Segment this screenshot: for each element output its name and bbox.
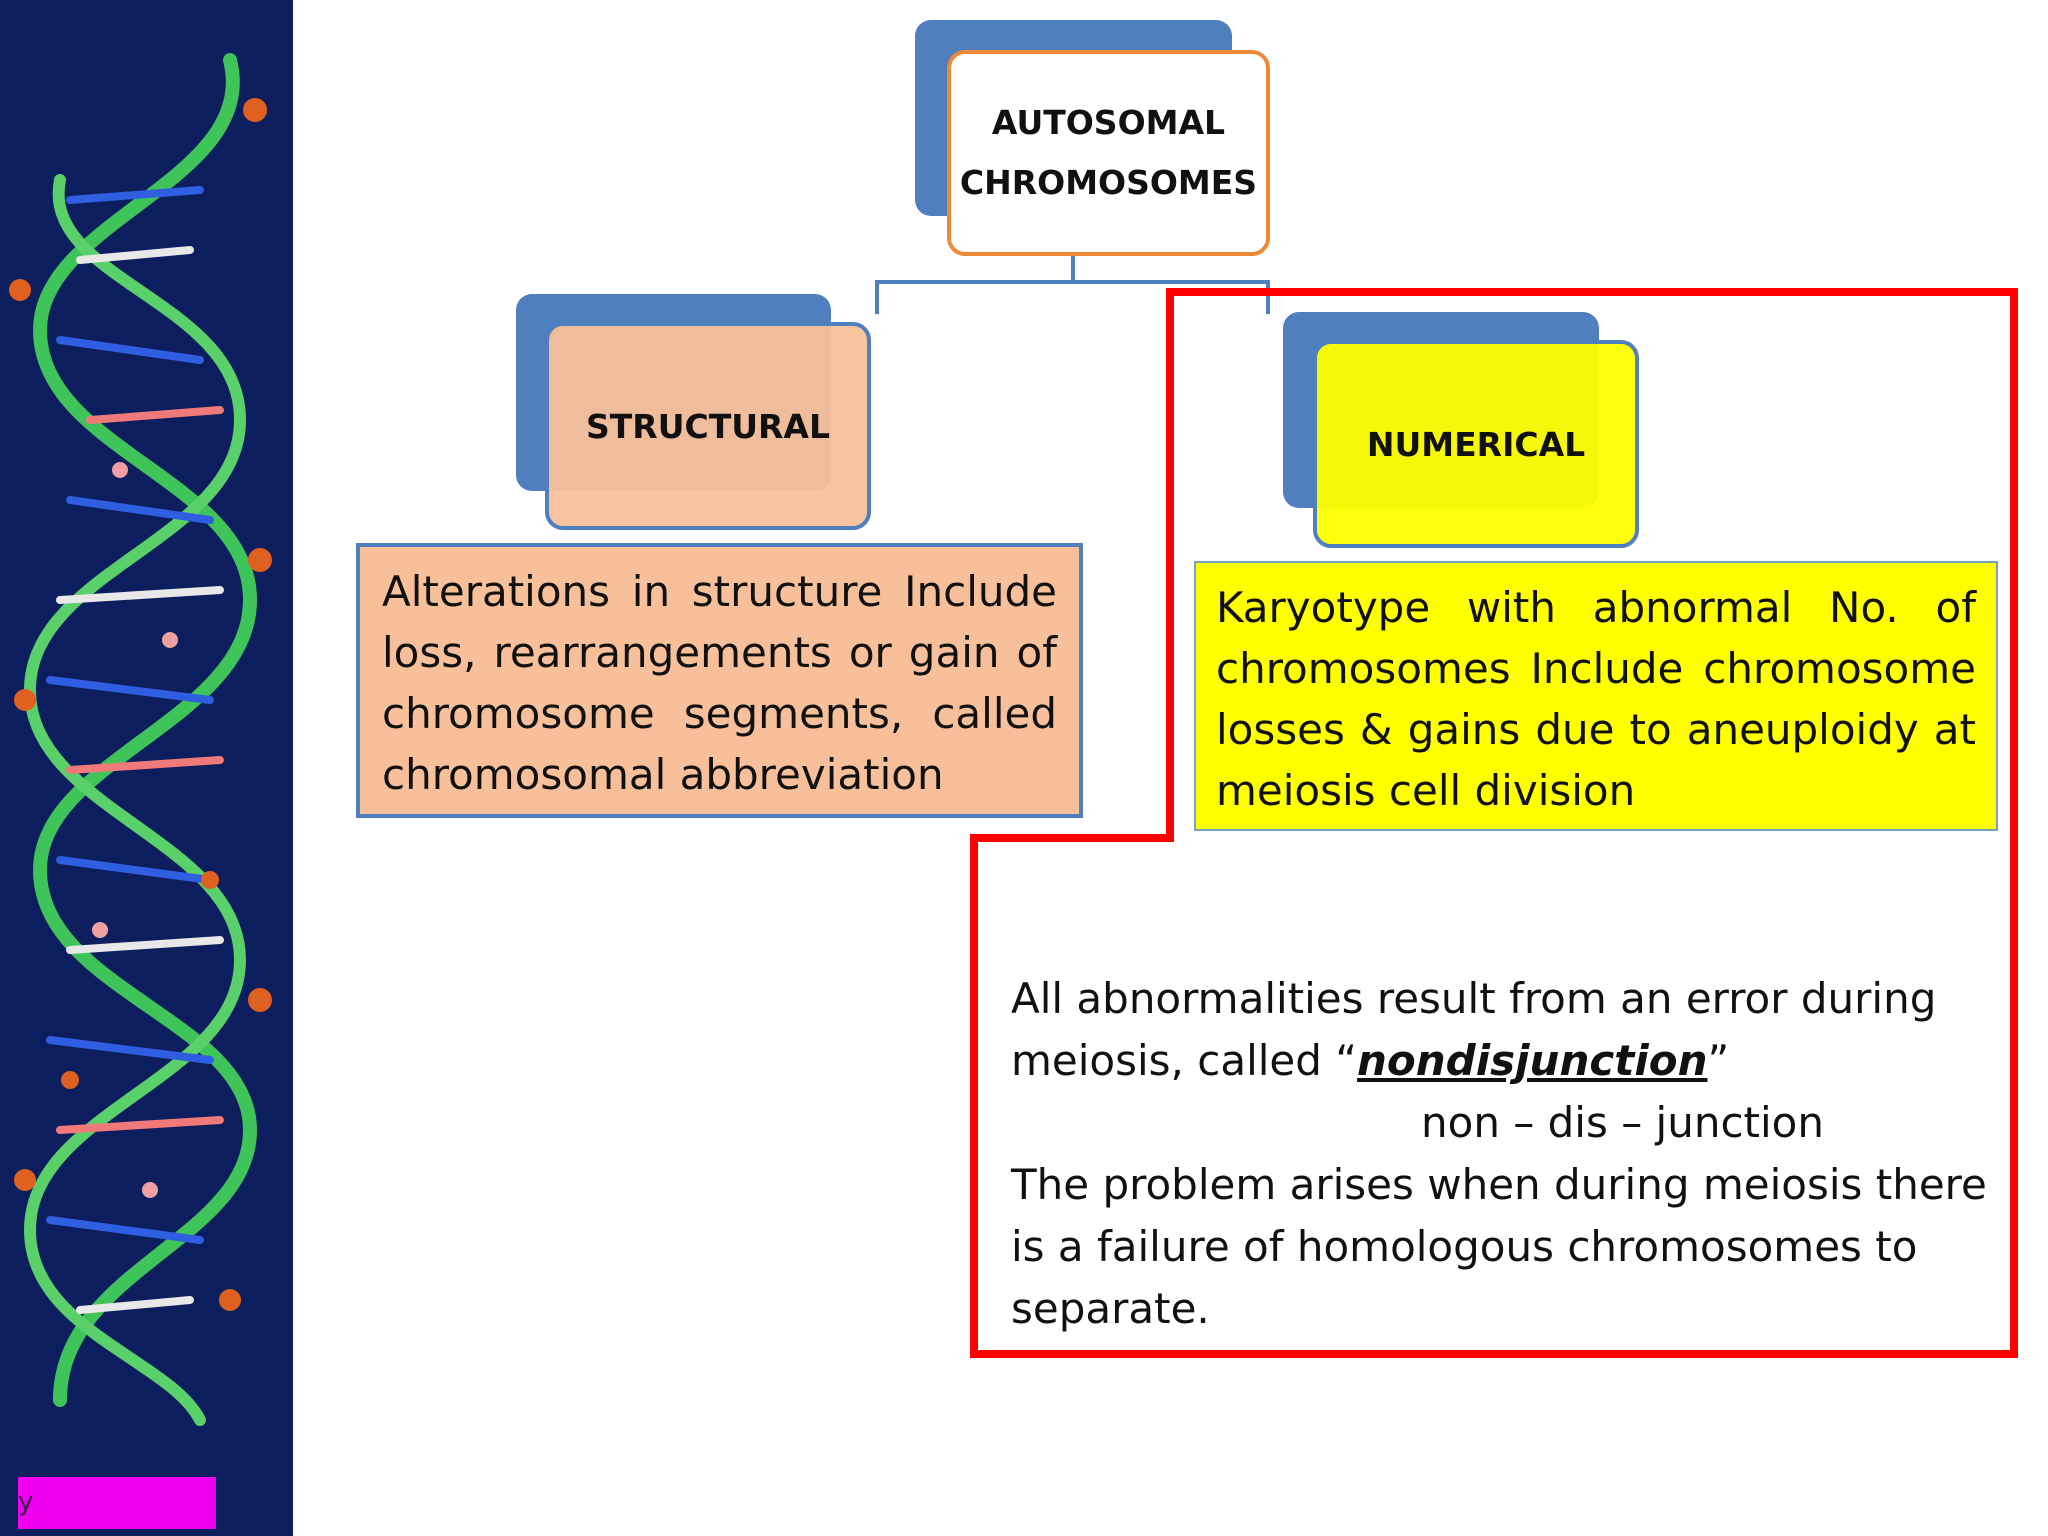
- dna-helix-image: [9, 53, 272, 1426]
- callout-line-1: All abnormalities result from an error d…: [1011, 974, 1937, 1023]
- callout-line-5: is a failure of homologous chromosomes t…: [1011, 1222, 1918, 1271]
- numerical-label: NUMERICAL: [1366, 424, 1586, 464]
- footer-tag: y: [18, 1477, 216, 1529]
- numerical-node: NUMERICAL: [1313, 340, 1639, 548]
- callout-line-2-suffix: ”: [1707, 1036, 1730, 1085]
- connector-root-stem: [1071, 254, 1075, 284]
- root-label-line2: CHROMOSOMES: [959, 163, 1258, 202]
- numerical-description-box: Karyotype with abnormal No. of chromosom…: [1194, 561, 1998, 831]
- root-label-line1: AUTOSOMAL: [991, 103, 1226, 142]
- pronunciation-line: non – dis – junction: [1421, 1098, 1824, 1147]
- structural-node: STRUCTURAL: [545, 322, 871, 530]
- sidebar-panel: y: [0, 0, 293, 1536]
- footer-tag-text: y: [18, 1487, 34, 1517]
- structural-label: STRUCTURAL: [586, 406, 830, 446]
- root-node: AUTOSOMAL CHROMOSOMES: [947, 50, 1270, 256]
- structural-description-box: Alterations in structure Include loss, r…: [356, 543, 1083, 818]
- connector-right-drop: [1266, 280, 1270, 314]
- structural-description-text: Alterations in structure Include loss, r…: [382, 567, 1057, 799]
- connector-horizontal: [875, 280, 1270, 284]
- callout-line-6: separate.: [1011, 1284, 1210, 1333]
- callout-line-2-prefix: meiosis, called “: [1011, 1036, 1358, 1085]
- numerical-description-text: Karyotype with abnormal No. of chromosom…: [1216, 583, 1976, 815]
- callout-line-4: The problem arises when during meiosis t…: [1011, 1160, 1987, 1209]
- callout-line-2: meiosis, called “nondisjunction”: [1011, 1030, 2011, 1092]
- nondisjunction-explanation: All abnormalities result from an error d…: [1011, 968, 2011, 1340]
- connector-left-drop: [875, 280, 879, 314]
- nondisjunction-term: nondisjunction: [1357, 1036, 1708, 1085]
